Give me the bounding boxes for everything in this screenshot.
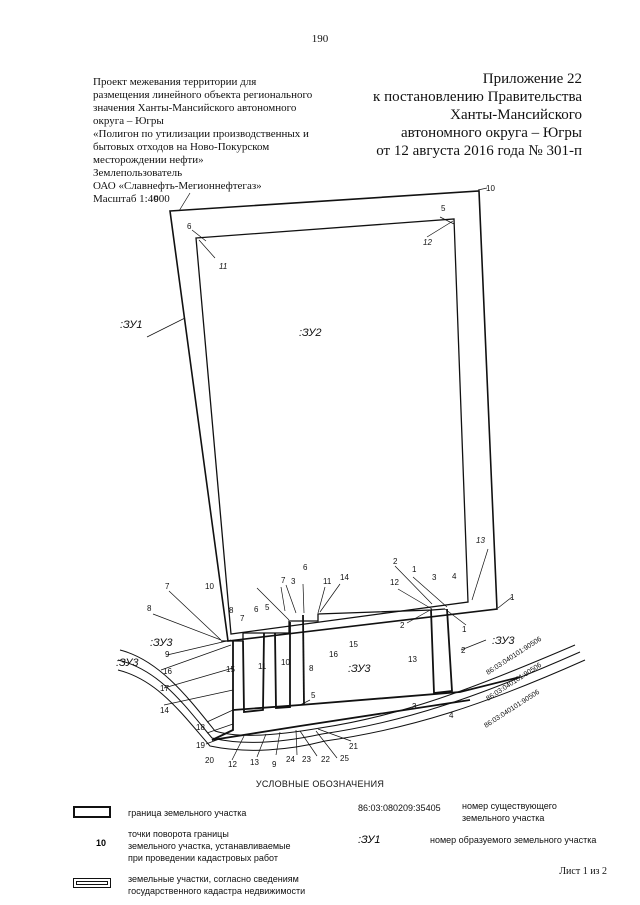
project-line: Масштаб 1:4000 xyxy=(93,193,170,205)
appendix-line: к постановлению Правительства xyxy=(373,89,582,105)
legend-text-point: точки поворота границы земельного участк… xyxy=(128,829,291,863)
detail-label-2b: 2 xyxy=(400,621,405,630)
point-labels: 9 10 6 5 11 12 13 1 xyxy=(154,184,515,602)
detail-label-3c: 3 xyxy=(412,702,417,711)
detail-label-10b: 10 xyxy=(281,658,290,667)
legend-symbol-zu: :ЗУ1 xyxy=(358,834,381,846)
project-line: Проект межевания территории для xyxy=(93,76,257,88)
detail-label-8c: 8 xyxy=(309,664,314,673)
detail-label-12b: 12 xyxy=(390,578,399,587)
zu2-label: :ЗУ2 xyxy=(299,327,321,339)
detail-label-22: 22 xyxy=(321,755,330,764)
project-line: ОАО «Славнефть-Мегионнефтегаз» xyxy=(93,180,262,192)
legend-symbol-point: 10 xyxy=(96,838,107,848)
detail-label-25: 25 xyxy=(340,754,349,763)
detail-label-7b: 7 xyxy=(240,614,245,623)
detail-label-16b: 16 xyxy=(329,650,338,659)
detail-label-5b: 5 xyxy=(311,691,316,700)
project-line: округа – Югры xyxy=(93,115,164,127)
detail-label-20: 20 xyxy=(205,756,214,765)
zu3-label-far-left: :ЗУ3 xyxy=(116,657,139,669)
point-label-10: 10 xyxy=(486,184,495,193)
detail-label-11: 11 xyxy=(258,662,267,671)
detail-label-1: 1 xyxy=(412,565,417,574)
point-label-6: 6 xyxy=(187,222,192,231)
detail-label-2c: 2 xyxy=(461,646,466,655)
detail-label-13b: 13 xyxy=(408,655,417,664)
detail-label-21: 21 xyxy=(349,742,358,751)
detail-label-13: 13 xyxy=(250,758,259,767)
project-description: Проект межевания территории для размещен… xyxy=(93,76,343,206)
appendix-line: автономного округа – Югры xyxy=(400,125,582,141)
zu1-outer-boundary xyxy=(169,190,498,642)
point-label-5: 5 xyxy=(441,204,446,213)
legend-text-cadastral-number: номер существующего земельного участка xyxy=(462,801,557,823)
detail-label-23: 23 xyxy=(302,755,311,764)
detail-labels: 7 8 10 8 7 6 5 9 15 16 17 14 18 19 20 12… xyxy=(147,557,467,769)
detail-label-3: 3 xyxy=(291,577,296,586)
zu3-label-left: :ЗУ3 xyxy=(150,637,173,649)
legend-symbol-boundary xyxy=(73,806,111,818)
appendix-line: Приложение 22 xyxy=(482,71,582,87)
detail-label-18: 18 xyxy=(196,723,205,732)
detail-label-12: 12 xyxy=(228,760,237,769)
legend-text-zu: номер образуемого земельного участка xyxy=(430,835,597,845)
detail-label-1b: 1 xyxy=(462,625,467,634)
leader-lines xyxy=(146,187,513,761)
zu1-label: :ЗУ1 xyxy=(120,319,142,331)
detail-label-7: 7 xyxy=(165,582,170,591)
zu3-boundaries xyxy=(211,608,521,741)
point-label-13: 13 xyxy=(476,536,485,545)
detail-label-6b: 6 xyxy=(303,563,308,572)
sheet-number: Лист 1 из 2 xyxy=(559,866,607,877)
detail-label-5: 5 xyxy=(265,603,270,612)
point-label-9: 9 xyxy=(154,195,159,204)
boundary-map: :ЗУ1 :ЗУ2 :ЗУ3 :ЗУ3 :ЗУ3 :ЗУ3 86:03:0401… xyxy=(116,184,586,769)
project-line: Землепользователь xyxy=(93,167,183,179)
detail-label-19: 19 xyxy=(196,741,205,750)
detail-label-16: 16 xyxy=(163,667,172,676)
detail-label-4: 4 xyxy=(452,572,457,581)
appendix-line: от 12 августа 2016 года № 301-п xyxy=(376,143,582,159)
detail-label-14b: 14 xyxy=(340,573,349,582)
cadastral-strips xyxy=(117,644,586,751)
detail-label-10: 10 xyxy=(205,582,214,591)
appendix-line: Ханты-Мансийского xyxy=(450,107,582,123)
detail-label-8: 8 xyxy=(147,604,152,613)
legend-text-cadastral: земельные участки, согласно сведениям го… xyxy=(128,874,306,896)
legend-symbol-cadastral-number: 86:03:080209:35405 xyxy=(358,803,441,813)
detail-label-11b: 11 xyxy=(323,577,332,586)
detail-label-6: 6 xyxy=(254,605,259,614)
point-label-11: 11 xyxy=(219,262,227,271)
detail-label-9: 9 xyxy=(165,650,170,659)
detail-label-15b: 15 xyxy=(349,640,358,649)
detail-label-9b: 9 xyxy=(272,760,277,769)
detail-label-24: 24 xyxy=(286,755,295,764)
legend-title: УСЛОВНЫЕ ОБОЗНАЧЕНИЯ xyxy=(255,779,385,789)
project-line: месторождении нефти» xyxy=(93,154,204,166)
detail-label-14: 14 xyxy=(160,706,169,715)
legend-symbol-cadastral xyxy=(73,878,111,888)
project-line: бытовых отходов на Ново-Покурском xyxy=(93,141,270,153)
legend-text-boundary: граница земельного участка xyxy=(128,808,247,818)
page-number: 190 xyxy=(311,33,329,45)
project-line: «Полигон по утилизации производственных … xyxy=(93,128,309,140)
point-label-12: 12 xyxy=(423,238,432,247)
zu3-label-right: :ЗУ3 xyxy=(492,635,515,647)
project-line: значения Ханты-Мансийского автономного xyxy=(93,102,297,114)
detail-label-4b: 4 xyxy=(449,711,454,720)
detail-label-17: 17 xyxy=(160,684,169,693)
detail-label-7c: 7 xyxy=(281,576,286,585)
project-line: размещения линейного объекта регионально… xyxy=(93,89,313,101)
detail-label-2: 2 xyxy=(393,557,398,566)
detail-label-8b: 8 xyxy=(229,606,234,615)
appendix-header: Приложение 22 к постановлению Правительс… xyxy=(373,70,582,160)
point-label-1: 1 xyxy=(510,593,515,602)
detail-label-3b: 3 xyxy=(432,573,437,582)
detail-label-15: 15 xyxy=(226,665,235,674)
zu3-label-center: :ЗУ3 xyxy=(348,663,371,675)
